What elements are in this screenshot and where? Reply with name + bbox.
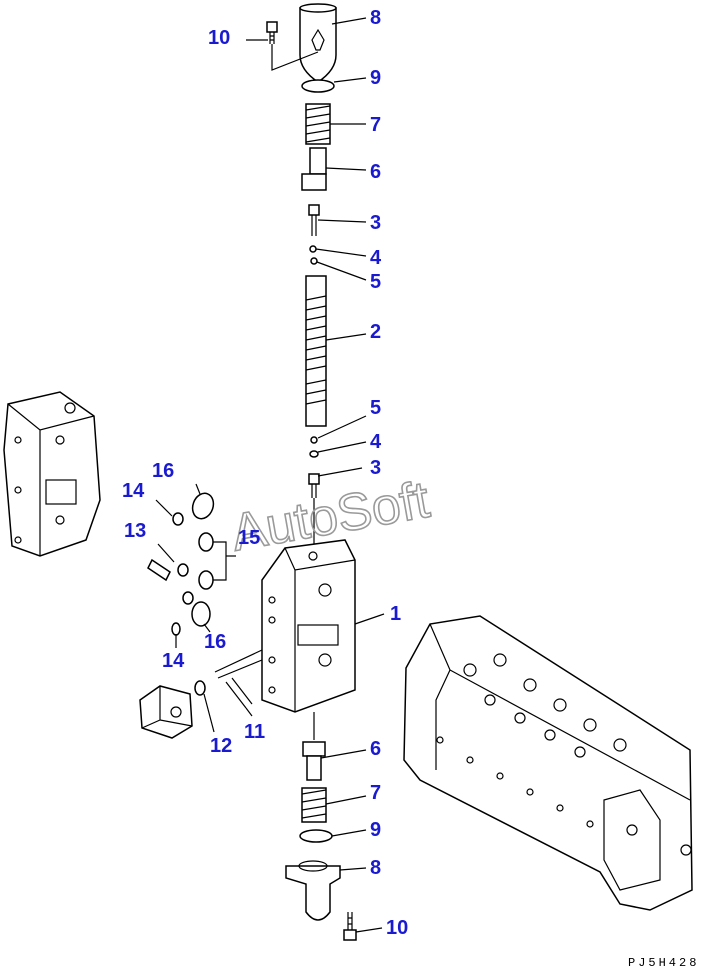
callout-9-bottom: 9: [370, 819, 381, 841]
callout-8-top: 8: [370, 7, 381, 29]
part-3-pin-top: [308, 204, 320, 236]
callout-4-top: 4: [370, 247, 382, 269]
part-4-ring-lower: [309, 450, 319, 458]
callout-5-lower: 5: [370, 397, 381, 419]
part-15-oring-a: [198, 532, 214, 552]
callout-8-bottom: 8: [370, 857, 381, 879]
callout-14-upper: 14: [122, 480, 145, 502]
part-5-ring-lower: [310, 436, 318, 444]
part-11-pins: [214, 649, 263, 709]
part-16-oring-upper: [191, 492, 215, 520]
part-14-oring-lower: [171, 622, 181, 636]
part-15-oring-b: [198, 570, 214, 590]
part-8-cap-bottom: [285, 860, 341, 921]
callout-4-lower: 4: [370, 431, 382, 453]
callout-2: 2: [370, 321, 381, 343]
callout-9-top: 9: [370, 67, 381, 89]
part-16-oring-lower: [191, 601, 211, 627]
part-9-oring-bottom: [299, 829, 333, 843]
callout-16-upper: 16: [152, 460, 174, 482]
callout-10-top: 10: [208, 27, 230, 49]
part-1-valve-body: [261, 539, 356, 713]
part-13-plugs: [147, 558, 194, 605]
callout-15: 15: [238, 527, 260, 549]
callout-12: 12: [210, 735, 232, 757]
callout-3-top: 3: [370, 212, 381, 234]
part-4-ring-top: [309, 245, 317, 253]
callout-5-top: 5: [370, 271, 381, 293]
part-9-oring-top: [301, 79, 335, 93]
callout-11: 11: [244, 721, 265, 743]
part-6-seat-bottom: [302, 741, 326, 781]
callout-16-lower: 16: [204, 631, 226, 653]
part-6-seat-top: [301, 147, 327, 191]
callout-13: 13: [124, 520, 146, 542]
callout-14-lower: 14: [162, 650, 185, 672]
part-2-spool: [305, 275, 327, 427]
part-10-bolt-top: [266, 21, 278, 44]
callout-7-top: 7: [370, 114, 381, 136]
part-8-cap-top: [299, 3, 337, 83]
callout-3-lower: 3: [370, 457, 381, 479]
leader-lines: [155, 17, 385, 933]
callout-7-bottom: 7: [370, 782, 381, 804]
part-14-oring-upper: [172, 512, 184, 526]
control-valve-end-view: [3, 391, 101, 557]
part-10-bolt-bottom: [343, 912, 357, 941]
callout-6-bottom: 6: [370, 738, 381, 760]
control-valve-assembly-view: [403, 615, 693, 911]
callout-10-bottom: 10: [386, 917, 408, 939]
part-7-spring-top: [305, 103, 331, 145]
part-3-pin-lower: [308, 473, 320, 498]
callout-6-top: 6: [370, 161, 381, 183]
part-5-ring-top: [310, 257, 318, 265]
part-12-oring: [194, 680, 206, 696]
part-7-spring-bottom: [301, 787, 327, 823]
callout-1: 1: [390, 603, 401, 625]
drawing-code: PJ5H428: [628, 956, 699, 970]
valve-block-small: [139, 685, 193, 739]
